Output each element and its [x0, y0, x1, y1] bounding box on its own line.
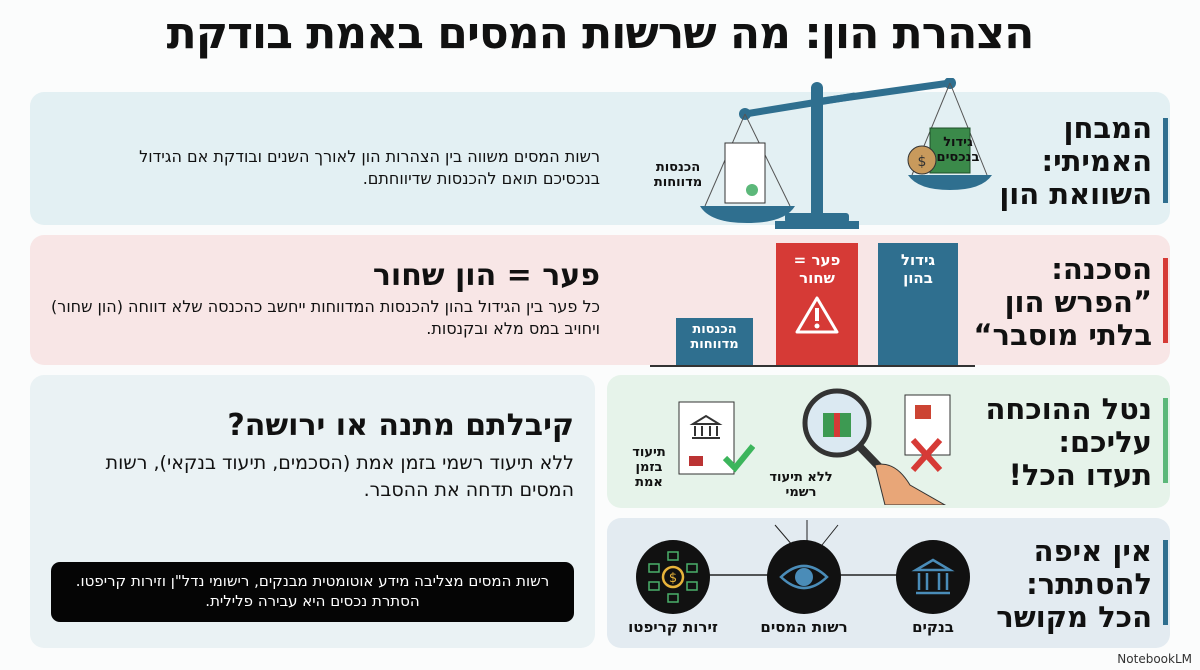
heading-line: המבחן: [1063, 111, 1152, 145]
heading-line: הכל מקושר: [996, 600, 1152, 634]
accent-bar: [1163, 398, 1168, 483]
label-tax-authority: רשות המסים: [760, 618, 848, 636]
eye-icon: [779, 564, 829, 590]
section-body: רשות המסים משווה בין הצהרות הון לאורך הש…: [139, 147, 600, 188]
money-icon: $: [907, 127, 971, 175]
label-no-official-documentation: ללא תיעוד רשמי: [769, 470, 833, 500]
label-realtime-documentation: תיעוד בזמן אמת: [632, 445, 666, 490]
section-headline: פער = הון שחור: [372, 258, 600, 293]
magnifier-gift-icon: [802, 388, 951, 505]
document-icon: [724, 142, 766, 204]
crypto-node: $: [636, 540, 710, 614]
bar-capital-growth: גידול בהון: [878, 243, 958, 365]
warning-icon: [795, 296, 839, 334]
heading-line: הסכנה:: [1051, 252, 1152, 286]
heading-line: השוואת הון: [999, 177, 1152, 211]
label-crypto-exchanges: זירות קריפטו: [628, 618, 718, 636]
bar-gap: פער = שחור: [776, 243, 858, 365]
tax-authority-node: [767, 540, 841, 614]
heading-line: ”הפרש הון: [1004, 285, 1152, 319]
section-heading: אין איפה להסתתר: הכל מקושר: [932, 535, 1152, 634]
accent-bar: [1163, 118, 1168, 203]
heading-line: האמיתי:: [1041, 144, 1152, 178]
bar-label: גידול בהון: [900, 251, 936, 287]
heading-line: אין איפה: [1033, 534, 1152, 568]
label-asset-growth: גידול בנכסים: [936, 135, 980, 165]
warning-note: רשות המסים מצליבה מידע אוטומטית מבנקים, …: [51, 562, 574, 622]
chart-baseline: [650, 365, 975, 367]
side-headline: קיבלתם מתנה או ירושה?: [227, 408, 574, 443]
scale-icon: $: [700, 78, 992, 229]
official-document-icon: [678, 401, 755, 475]
svg-text:$: $: [918, 154, 927, 170]
heading-line: עליכם:: [1058, 425, 1152, 459]
section-danger: [30, 235, 1170, 365]
brand-watermark: NotebookLM: [1117, 652, 1192, 666]
label-banks: בנקים: [912, 618, 954, 636]
section-heading: נטל ההוכחה עליכם: תעדו הכל!: [932, 393, 1152, 492]
heading-line: להסתתר:: [1026, 567, 1152, 601]
bank-icon: [911, 558, 955, 595]
heading-line: נטל ההוכחה: [985, 392, 1152, 426]
section-body: כל פער בין הגידול בהון להכנסות המדווחות …: [51, 297, 600, 338]
label-reported-income: הכנסות מדווחות: [653, 160, 703, 190]
crypto-icon: $: [648, 551, 698, 603]
banks-node: [896, 540, 970, 614]
section-heading: המבחן האמיתי: השוואת הון: [932, 112, 1152, 211]
heading-line: תעדו הכל!: [1008, 458, 1152, 492]
page-title: הצהרת הון: מה שרשות המסים באמת בודקת: [166, 8, 1035, 59]
side-body: ללא תיעוד רשמי בזמן אמת (הסכמים, תיעוד ב…: [105, 452, 574, 501]
bar-reported-income: הכנסות מדווחות: [676, 318, 753, 365]
bar-label: פער = שחור: [793, 251, 841, 287]
heading-line: בלתי מוסבר“: [973, 318, 1152, 352]
section-heading: הסכנה: ”הפרש הון בלתי מוסבר“: [932, 253, 1152, 352]
svg-text:$: $: [669, 571, 677, 586]
accent-bar: [1163, 540, 1168, 625]
accent-bar: [1163, 258, 1168, 343]
